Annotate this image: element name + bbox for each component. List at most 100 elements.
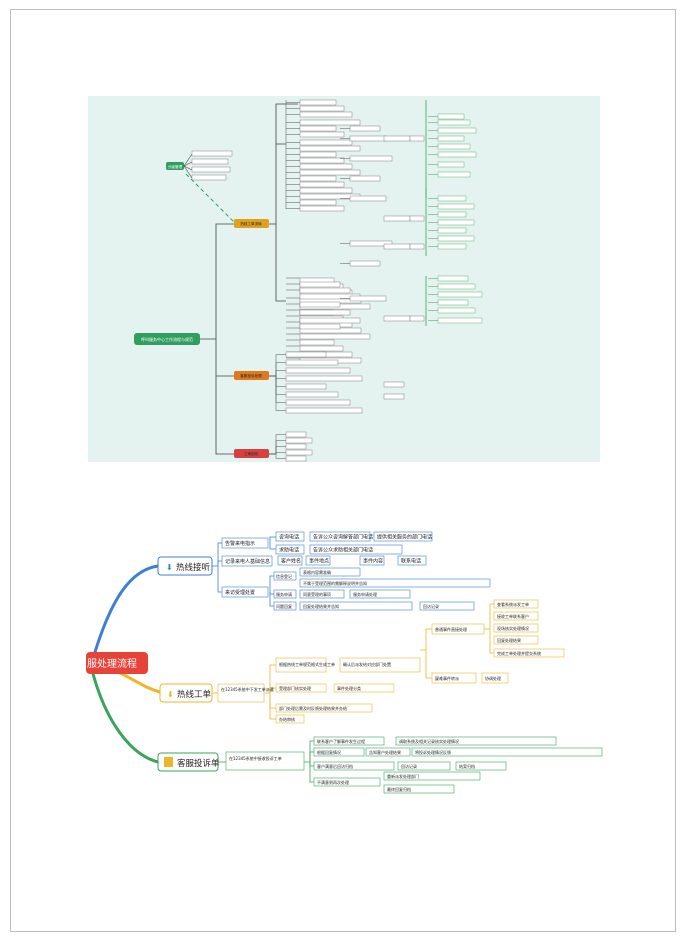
node-normal-event-label: 普通事件直接处理	[435, 626, 467, 632]
map-a-leaf	[299, 145, 361, 152]
node-event-classify-label: 事件处理分类	[337, 685, 361, 691]
node-feedback-complaint-label: 将投诉处理情况反馈	[415, 749, 451, 755]
node-final-reply-label: 最终回复归档	[387, 786, 411, 792]
node-out-of-scope	[299, 578, 491, 588]
map-a-leaf	[285, 375, 363, 382]
node-revisit-record	[419, 601, 475, 611]
map-b-branch-hotline-label: 热线接听	[176, 562, 211, 573]
map-a-leaf	[299, 345, 344, 352]
map-a-leaf	[383, 393, 405, 400]
node-contact-customer	[313, 736, 385, 746]
map-a-leaf	[299, 301, 341, 308]
mind-map-a: 分级管理 呼叫服务中心工作流程与规范 热线工单流转 客服投诉处理 工单回访	[134, 99, 483, 462]
node-service-apply	[273, 589, 297, 599]
map-a-dashed-link	[185, 173, 235, 223]
map-b-ticket-connectors	[212, 603, 494, 720]
map-b-curve-2	[117, 670, 161, 694]
node-complaint-note	[225, 751, 305, 771]
node-receive-ticket	[493, 611, 539, 621]
node-onsite-verify	[493, 623, 539, 633]
node-revisit-record-label: 回访记录	[423, 603, 439, 609]
node-case-archive-label: 结案归档	[459, 763, 475, 769]
page-frame	[10, 9, 676, 932]
node-ticket-note-label: 在12345系统中下发工单派遣	[221, 686, 274, 692]
map-a-leaf	[285, 367, 351, 374]
node-complaint-revisit	[397, 761, 451, 771]
node-help-dept	[309, 544, 403, 555]
map-a-leaf	[299, 339, 335, 346]
map-b-branch-complaint-label: 客服投诉单	[177, 758, 220, 769]
map-a-leaf	[299, 317, 361, 324]
map-a-leaf	[299, 157, 345, 164]
node-consult-dept	[309, 531, 371, 542]
map-b-hotline-connectors	[212, 536, 276, 607]
node-case-archive	[455, 761, 507, 771]
map-b-branch-ticket-icon: ⬇	[167, 690, 174, 699]
node-reply-handle-label: 回复处理结果	[497, 637, 521, 643]
node-dept-verify-label: 受理部门核实处理	[279, 685, 311, 691]
node-out-of-scope-label: 不属于受理范围的需解释说明并告知	[303, 580, 367, 586]
map-a-leaf	[409, 243, 425, 250]
map-a-leaf	[299, 125, 337, 132]
node-generate-ticket-label: 根据热线工单规范格式生成工单	[279, 661, 335, 667]
node-alarm-call	[221, 537, 269, 549]
node-unsatisfied	[313, 777, 381, 787]
node-tell-result	[365, 747, 411, 757]
map-a-branch-2	[234, 371, 269, 380]
map-b-branch-ticket-label: 热线工单	[177, 689, 212, 700]
node-check-records-label: 调取系统及相关记录核实处理情况	[399, 738, 459, 744]
node-hard-event-label: 疑难事件转派	[435, 675, 459, 681]
map-b-complaint-nodes: 在12345系统中接收投诉工单 联系客户了解事件发生过程 调取系统及相关记录核实…	[225, 736, 603, 794]
map-a-leaf	[299, 205, 345, 212]
node-consult-call-label: 咨询电话	[279, 534, 299, 541]
node-contact-customer-label: 联系客户了解事件发生过程	[317, 738, 365, 744]
node-service-apply-label: 服务申请	[276, 591, 292, 597]
map-a-leaf-nodes	[269, 99, 483, 462]
node-final-reply	[383, 784, 455, 794]
node-generate-ticket	[275, 657, 327, 673]
node-done-review	[275, 714, 305, 724]
node-event-classify	[333, 683, 395, 693]
node-event-content-label: 事件内容	[363, 558, 383, 565]
node-form-accurate-label: 表格内容需准确	[303, 569, 331, 575]
node-reply-result	[299, 601, 413, 611]
map-a-side-label: 分级管理	[168, 164, 183, 169]
node-agree-items	[299, 589, 345, 599]
map-a-leaf	[299, 281, 341, 288]
map-a-leaf	[299, 181, 345, 188]
map-a-leaf	[299, 323, 341, 330]
map-a-leaf	[299, 309, 351, 316]
node-phone-label: 联系电话	[401, 558, 421, 565]
map-b-hotline-nodes: 告警来电指示 咨询电话 告诉公众咨询解答部门电话 提供相关服务的部门电话 求助电…	[221, 531, 491, 611]
node-receive-ticket-label: 接收工单联系客户	[497, 613, 529, 619]
node-customer-name-label: 客户姓名	[281, 558, 301, 565]
map-a-leaf	[299, 287, 351, 294]
node-form-accurate	[299, 567, 361, 577]
map-a-leaf	[285, 437, 313, 444]
node-satisfied-archive-label: 客户满意后回访归档	[317, 763, 353, 769]
node-feedback-done-label: 部门处理后需及时反馈处理结果并办结	[279, 705, 347, 711]
map-a-branch-1-label: 热线工单流转	[240, 221, 262, 226]
map-a-leaf-connector	[269, 375, 286, 411]
map-a-root-label: 呼叫服务中心工作流程与规范	[141, 336, 193, 342]
node-ticket-note	[217, 683, 265, 703]
node-coordinate-label: 协调处理	[485, 675, 501, 681]
map-a-leaf	[299, 99, 337, 106]
node-feedback-complaint	[411, 747, 603, 757]
node-event-place-label: 事件地点	[309, 558, 329, 565]
node-redispatch-label: 重新派发处理部门	[387, 773, 419, 779]
map-a-leaf	[285, 399, 351, 406]
node-question-reply-label: 问题回复	[276, 603, 292, 609]
map-a-leaf	[299, 151, 337, 158]
node-info-register-label: 信息登记	[276, 573, 292, 579]
map-a-leaf	[285, 455, 307, 462]
map-a-leaf	[285, 443, 307, 450]
map-a-leaf-connector	[269, 453, 286, 459]
node-view-ticket	[493, 599, 539, 609]
map-a-side-leaves	[191, 150, 233, 181]
map-a-leaf	[299, 111, 353, 118]
map-a-leaf	[299, 175, 337, 182]
map-a-leaf	[383, 381, 405, 388]
map-a-branch-2-label: 客服投诉处理	[240, 373, 262, 378]
